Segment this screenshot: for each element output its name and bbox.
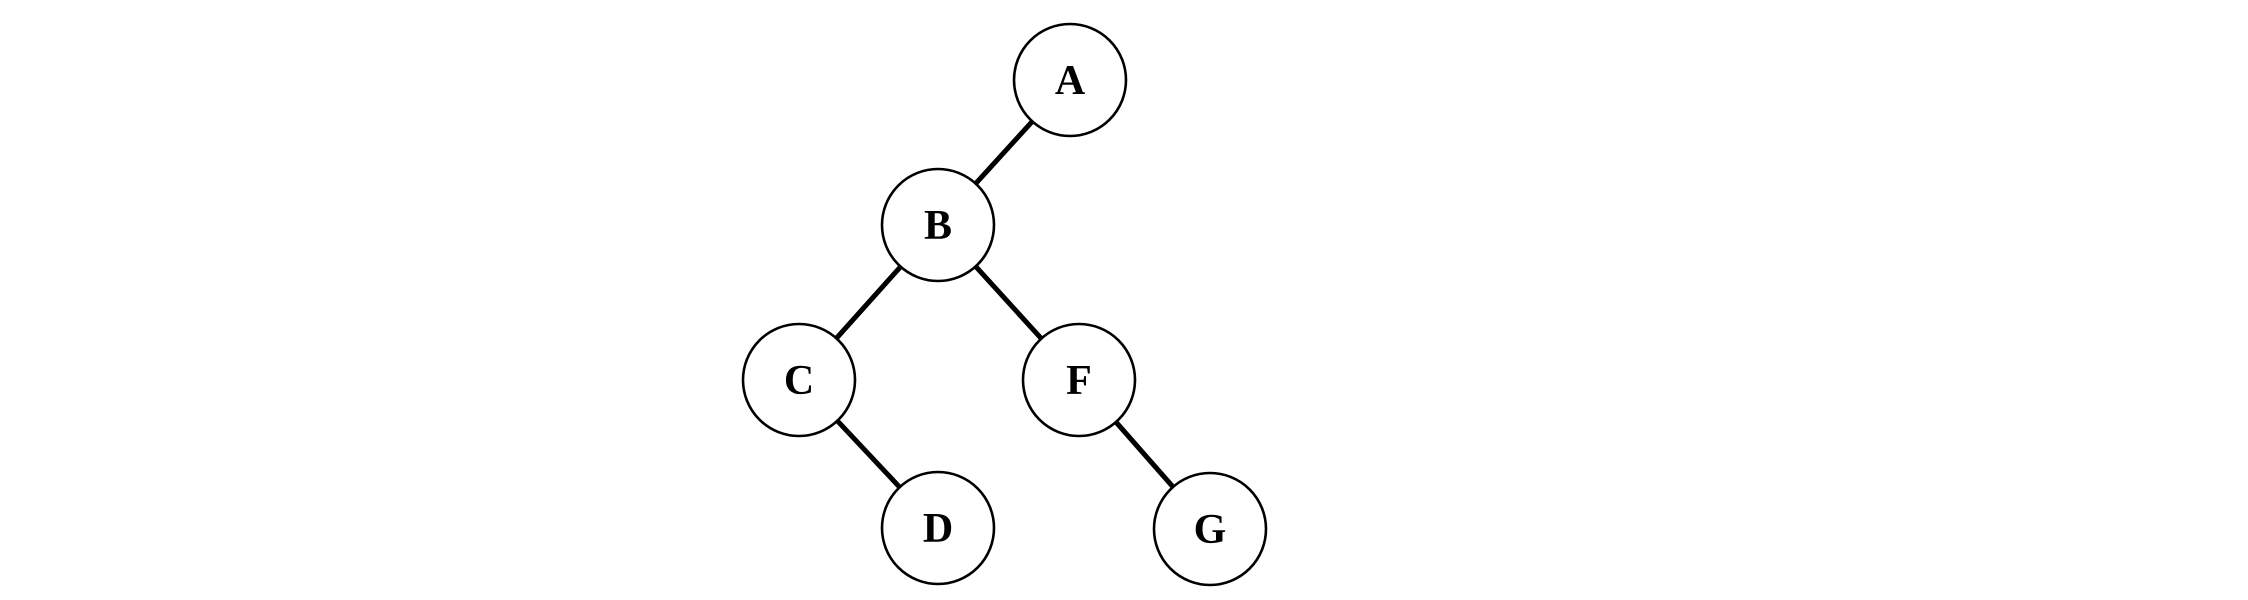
graph-edge-b-f xyxy=(973,264,1044,341)
graph-node-g[interactable]: G xyxy=(1152,471,1268,587)
node-label-c: C xyxy=(784,358,814,404)
graph-node-d[interactable]: D xyxy=(880,470,996,586)
graph-node-f[interactable]: F xyxy=(1021,322,1137,438)
graph-edge-a-b xyxy=(973,118,1035,187)
node-circle-a[interactable] xyxy=(1012,22,1128,138)
graph-node-a[interactable]: A xyxy=(1012,22,1128,138)
node-circle-f[interactable] xyxy=(1021,322,1137,438)
node-label-b: B xyxy=(924,203,952,249)
node-label-d: D xyxy=(923,506,953,552)
node-label-f: F xyxy=(1066,358,1092,404)
node-circle-b[interactable] xyxy=(880,167,996,283)
graph-edge-f-g xyxy=(1113,419,1176,490)
graph-edge-b-c xyxy=(833,264,904,341)
node-circle-c[interactable] xyxy=(741,322,857,438)
node-label-a: A xyxy=(1055,58,1086,104)
nodes-layer: A B C F D G xyxy=(741,22,1268,587)
graph-edge-c-d xyxy=(834,418,903,490)
node-circle-d[interactable] xyxy=(880,470,996,586)
graph-node-c[interactable]: C xyxy=(741,322,857,438)
graph-node-b[interactable]: B xyxy=(880,167,996,283)
node-label-g: G xyxy=(1194,507,1227,553)
node-circle-g[interactable] xyxy=(1152,471,1268,587)
edges-layer xyxy=(833,118,1176,490)
